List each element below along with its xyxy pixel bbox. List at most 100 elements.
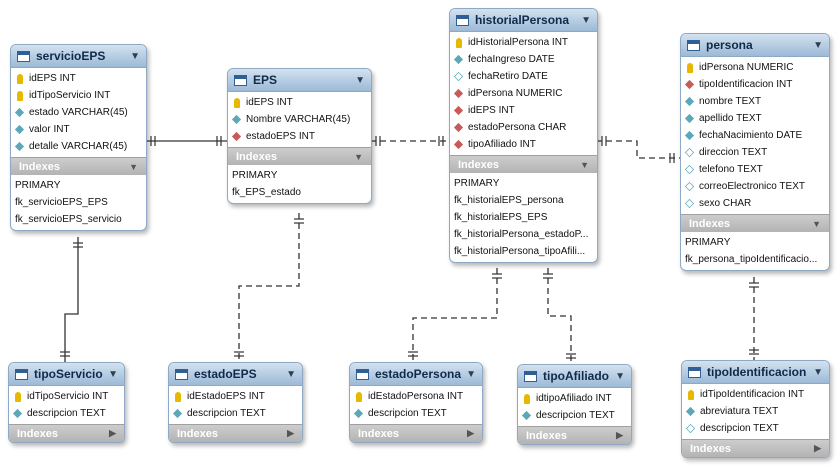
index-row[interactable]: PRIMARY bbox=[232, 170, 278, 181]
index-row[interactable]: fk_historialEPS_EPS bbox=[454, 212, 548, 223]
column-row[interactable]: Nombre VARCHAR(45) bbox=[228, 111, 371, 128]
column-row[interactable]: descripcion TEXT bbox=[9, 405, 124, 422]
entity-header[interactable]: historialPersona▼ bbox=[450, 9, 597, 32]
column-row[interactable]: descripcion TEXT bbox=[350, 405, 482, 422]
chevron-down-icon[interactable]: ▼ bbox=[354, 151, 363, 162]
relationship-historialPersona-tipoAfiliado[interactable] bbox=[543, 268, 576, 364]
collapse-arrow-icon[interactable]: ▼ bbox=[813, 39, 823, 51]
indexes-header[interactable]: Indexes▼ bbox=[681, 214, 829, 232]
relationship-line[interactable] bbox=[238, 213, 300, 362]
chevron-right-icon[interactable]: ▶ bbox=[287, 428, 294, 438]
column-row[interactable]: idTipoServicio INT bbox=[9, 388, 124, 405]
chevron-right-icon[interactable]: ▶ bbox=[814, 443, 821, 453]
collapse-arrow-icon[interactable]: ▼ bbox=[813, 366, 823, 378]
column-row[interactable]: estadoEPS INT bbox=[228, 128, 371, 145]
index-row[interactable]: PRIMARY bbox=[685, 237, 731, 248]
indexes-header[interactable]: Indexes▼ bbox=[228, 147, 371, 165]
column-row[interactable]: idEPS INT bbox=[11, 70, 146, 87]
relationship-persona-tipoIdentificacion[interactable] bbox=[749, 277, 759, 360]
column-row[interactable]: idPersona NUMERIC bbox=[450, 85, 597, 102]
relationship-servicioEPS-tipoServicio[interactable] bbox=[60, 237, 83, 362]
index-row[interactable]: fk_servicioEPS_servicio bbox=[15, 214, 122, 225]
column-row[interactable]: apellido TEXT bbox=[681, 110, 829, 127]
index-row[interactable]: fk_servicioEPS_EPS bbox=[15, 197, 108, 208]
column-row[interactable]: tipoAfiliado INT bbox=[450, 136, 597, 153]
entity-header[interactable]: estadoPersona▼ bbox=[350, 363, 482, 386]
column-row[interactable]: descripcion TEXT bbox=[518, 407, 631, 424]
column-row[interactable]: fechaIngreso DATE bbox=[450, 51, 597, 68]
collapse-arrow-icon[interactable]: ▼ bbox=[355, 74, 365, 86]
column-row[interactable]: telefono TEXT bbox=[681, 161, 829, 178]
column-row[interactable]: direccion TEXT bbox=[681, 144, 829, 161]
column-row[interactable]: descripcion TEXT bbox=[169, 405, 302, 422]
column-row[interactable]: idEPS INT bbox=[228, 94, 371, 111]
index-row[interactable]: fk_historialPersona_estadoP... bbox=[454, 229, 589, 240]
collapse-arrow-icon[interactable]: ▼ bbox=[581, 14, 591, 26]
chevron-down-icon[interactable]: ▼ bbox=[812, 218, 821, 229]
indexes-header[interactable]: Indexes▶ bbox=[350, 424, 482, 442]
column-row[interactable]: valor INT bbox=[11, 121, 146, 138]
column-row[interactable]: descripcion TEXT bbox=[682, 420, 829, 437]
column-row[interactable]: nombre TEXT bbox=[681, 93, 829, 110]
entity-header[interactable]: tipoServicio▼ bbox=[9, 363, 124, 386]
relationship-EPS-historialPersona[interactable] bbox=[370, 136, 449, 146]
entity-header[interactable]: tipoIdentificacion▼ bbox=[682, 361, 829, 384]
entity-header[interactable]: estadoEPS▼ bbox=[169, 363, 302, 386]
column-row[interactable]: idHistorialPersona INT bbox=[450, 34, 597, 51]
relationship-line[interactable] bbox=[547, 268, 572, 364]
chevron-down-icon[interactable]: ▼ bbox=[129, 161, 138, 172]
column-row[interactable]: idTipoIdentificacion INT bbox=[682, 386, 829, 403]
column-row[interactable]: idEPS INT bbox=[450, 102, 597, 119]
indexes-header[interactable]: Indexes▶ bbox=[518, 426, 631, 444]
column-row[interactable]: idtipoAfiliado INT bbox=[518, 390, 631, 407]
relationship-historialPersona-estadoPersona[interactable] bbox=[408, 268, 502, 362]
entity-tipoIdentificacion[interactable]: tipoIdentificacion▼ idTipoIdentificacion … bbox=[681, 360, 830, 458]
collapse-arrow-icon[interactable]: ▼ bbox=[466, 368, 476, 380]
column-row[interactable]: idEstadoPersona INT bbox=[350, 388, 482, 405]
entity-header[interactable]: servicioEPS▼ bbox=[11, 45, 146, 68]
entity-header[interactable]: persona▼ bbox=[681, 34, 829, 57]
index-row[interactable]: PRIMARY bbox=[15, 180, 61, 191]
index-row[interactable]: PRIMARY bbox=[454, 178, 500, 189]
entity-header[interactable]: tipoAfiliado▼ bbox=[518, 365, 631, 388]
chevron-down-icon[interactable]: ▼ bbox=[580, 159, 589, 170]
index-row[interactable]: fk_EPS_estado bbox=[232, 187, 301, 198]
entity-header[interactable]: EPS▼ bbox=[228, 69, 371, 92]
chevron-right-icon[interactable]: ▶ bbox=[467, 428, 474, 438]
relationship-line[interactable] bbox=[412, 268, 498, 362]
column-row[interactable]: detalle VARCHAR(45) bbox=[11, 138, 146, 155]
column-row[interactable]: tipoIdentificacion INT bbox=[681, 76, 829, 93]
column-row[interactable]: estadoPersona CHAR bbox=[450, 119, 597, 136]
column-row[interactable]: idEstadoEPS INT bbox=[169, 388, 302, 405]
indexes-header[interactable]: Indexes▶ bbox=[9, 424, 124, 442]
collapse-arrow-icon[interactable]: ▼ bbox=[286, 368, 296, 380]
collapse-arrow-icon[interactable]: ▼ bbox=[615, 370, 625, 382]
indexes-header[interactable]: Indexes▼ bbox=[11, 157, 146, 175]
index-row[interactable]: fk_persona_tipoIdentificacio... bbox=[685, 254, 818, 265]
indexes-header[interactable]: Indexes▶ bbox=[169, 424, 302, 442]
collapse-arrow-icon[interactable]: ▼ bbox=[130, 50, 140, 62]
column-row[interactable]: correoElectronico TEXT bbox=[681, 178, 829, 195]
indexes-header[interactable]: Indexes▼ bbox=[450, 155, 597, 173]
column-row[interactable]: estado VARCHAR(45) bbox=[11, 104, 146, 121]
indexes-header[interactable]: Indexes▶ bbox=[682, 439, 829, 457]
relationship-EPS-estadoEPS[interactable] bbox=[234, 213, 304, 362]
column-row[interactable]: idTipoServicio INT bbox=[11, 87, 146, 104]
relationship-line[interactable] bbox=[64, 237, 79, 362]
relationship-line[interactable] bbox=[596, 140, 680, 159]
chevron-right-icon[interactable]: ▶ bbox=[109, 428, 116, 438]
column-row[interactable]: abreviatura TEXT bbox=[682, 403, 829, 420]
chevron-right-icon[interactable]: ▶ bbox=[616, 430, 623, 440]
collapse-arrow-icon[interactable]: ▼ bbox=[108, 368, 118, 380]
column-row[interactable]: fechaNacimiento DATE bbox=[681, 127, 829, 144]
column-row[interactable]: idPersona NUMERIC bbox=[681, 59, 829, 76]
index-row[interactable]: fk_historialPersona_tipoAfili... bbox=[454, 246, 586, 257]
